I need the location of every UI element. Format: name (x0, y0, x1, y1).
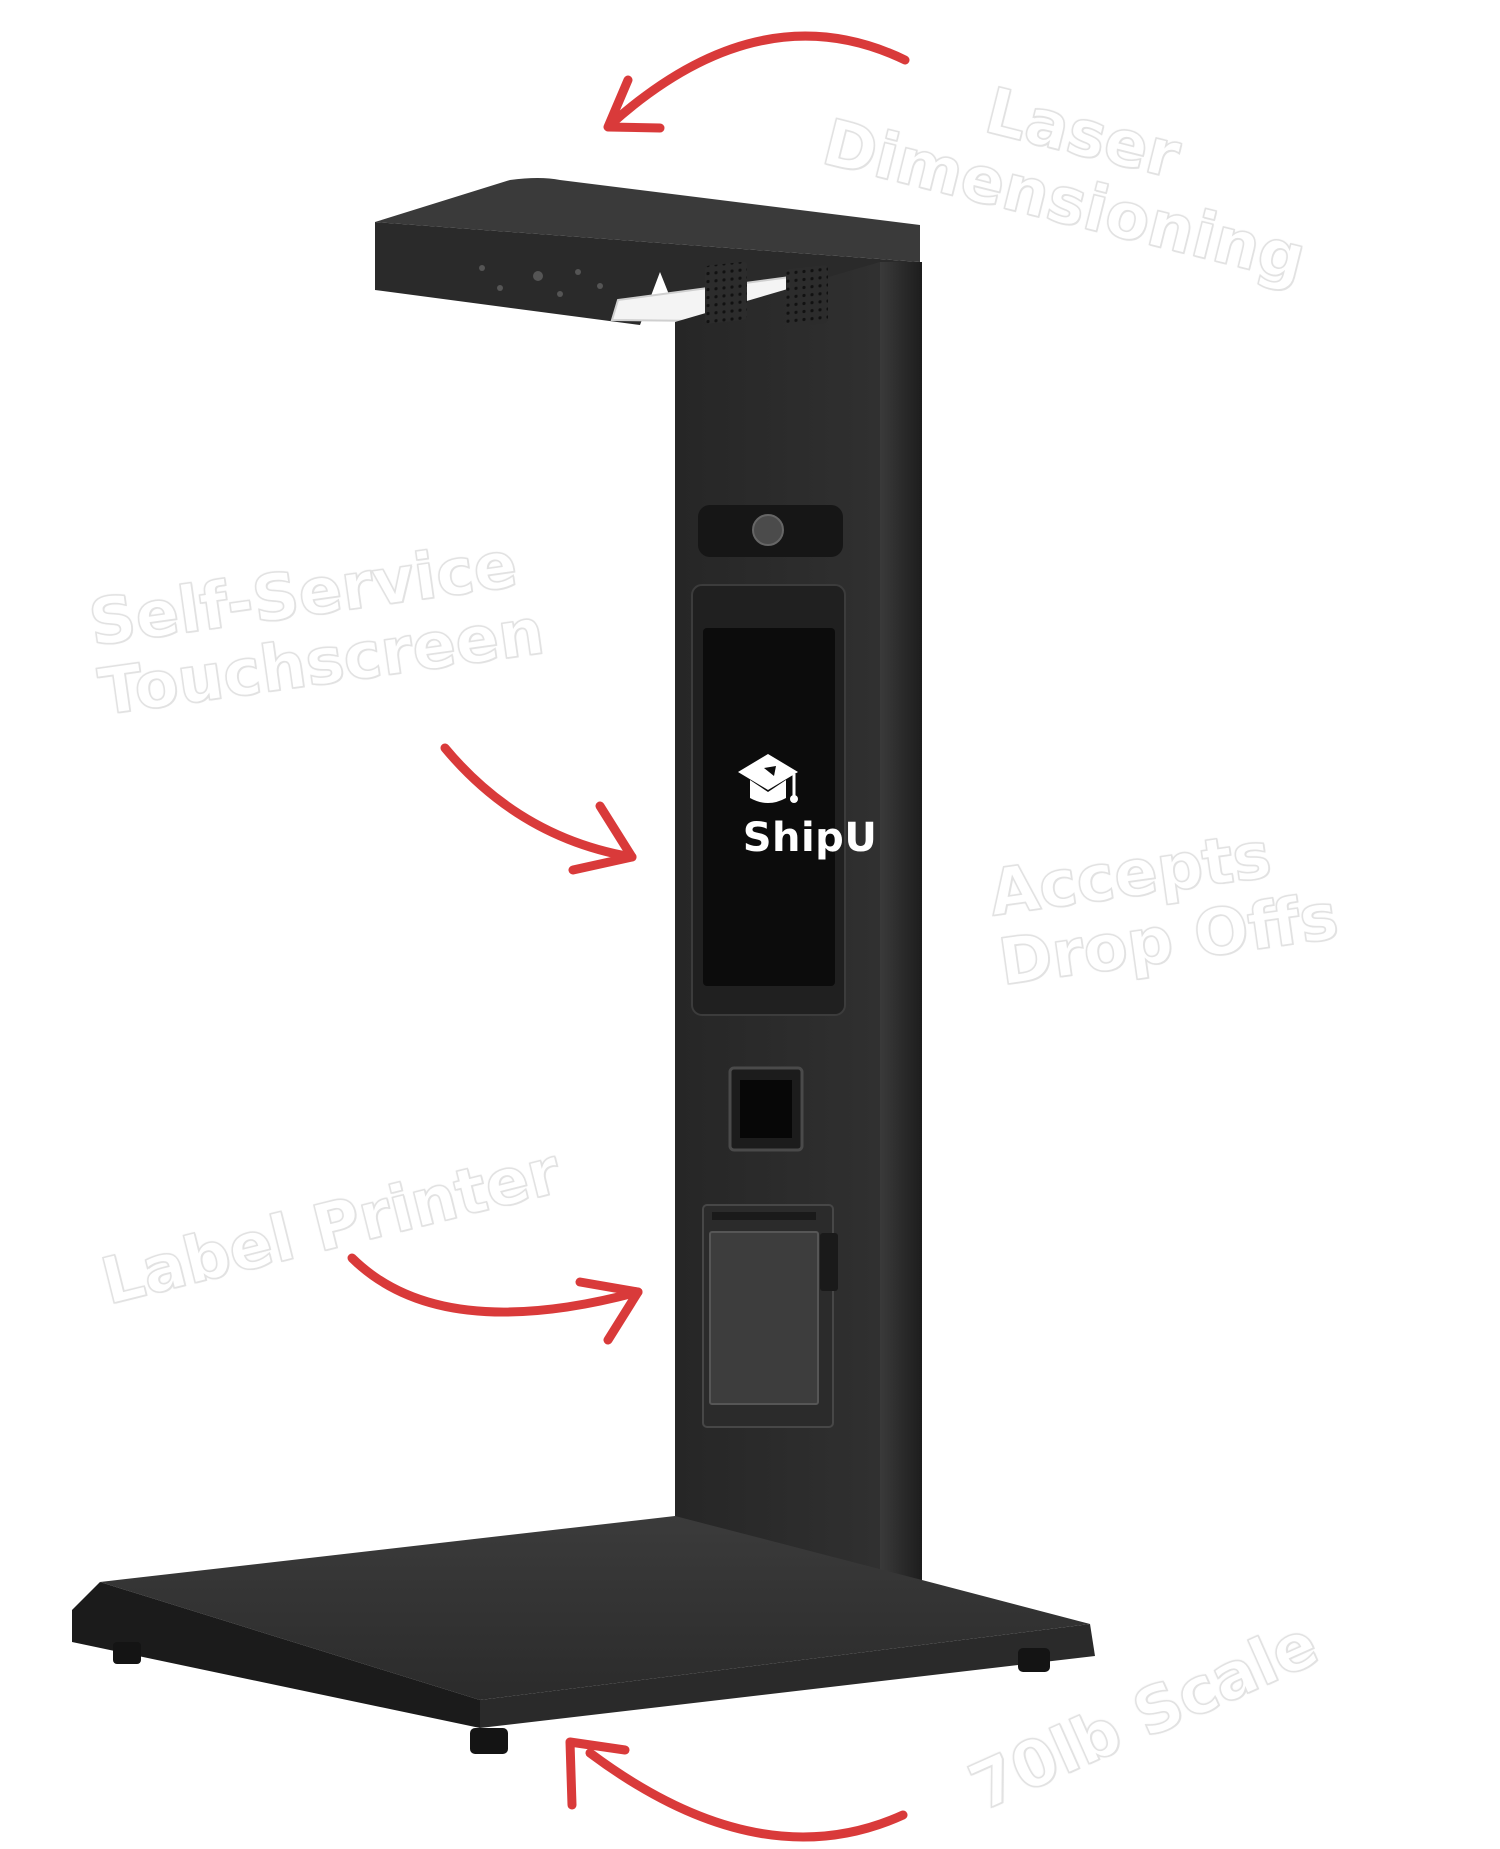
touchscreen-display (703, 628, 835, 986)
base-top (100, 1516, 1090, 1700)
foot-right (1018, 1648, 1050, 1672)
arrow-printer-icon (347, 1253, 643, 1345)
arrow-touchscreen-icon (440, 743, 637, 875)
speaker-grille-left (705, 261, 747, 324)
arrow-scale-icon (565, 1737, 908, 1842)
printer-door (709, 1231, 819, 1405)
overhead-arm-top (375, 178, 920, 262)
scanner-window (740, 1080, 792, 1138)
printer-slot (712, 1212, 816, 1220)
speaker-grille-right (786, 265, 828, 327)
foot-center (470, 1728, 508, 1754)
base-right (480, 1624, 1095, 1728)
foot-left-front (113, 1642, 141, 1664)
arrow-laser-icon (603, 31, 910, 133)
base-front (72, 1582, 480, 1728)
camera-lens-icon (752, 514, 784, 546)
graduation-cap-icon (738, 754, 798, 803)
printer-latch (820, 1233, 838, 1291)
column-side (880, 262, 922, 1590)
screen-brand-name: ShipU (742, 815, 878, 861)
arm-holes (479, 265, 603, 297)
